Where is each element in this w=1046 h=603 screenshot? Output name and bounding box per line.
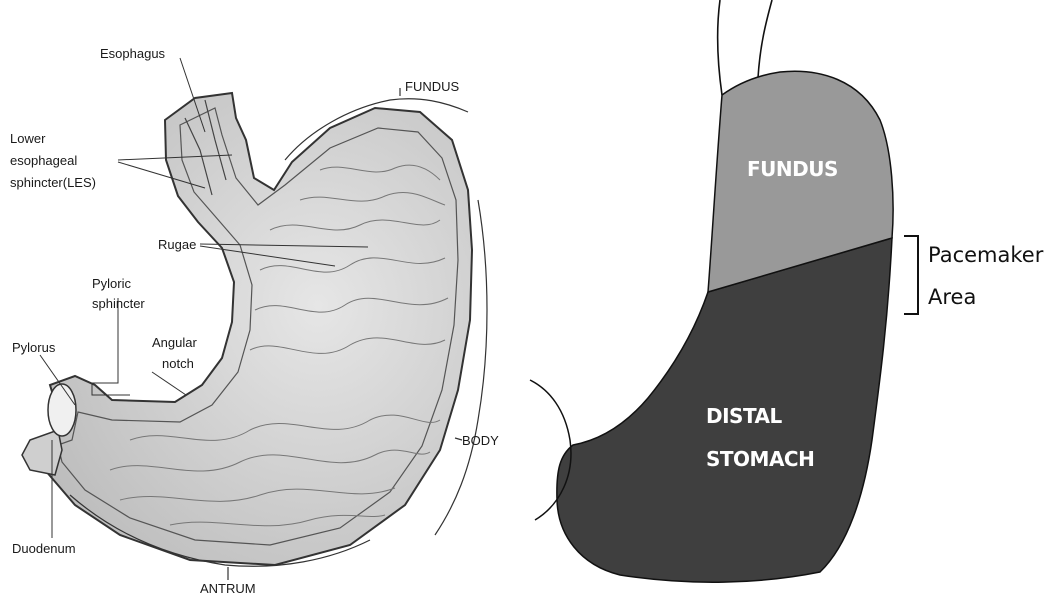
label-pyloric-sphincter-line2: sphincter	[92, 296, 145, 311]
stomach-outline	[32, 93, 472, 565]
duodenum-stump	[22, 430, 62, 475]
anatomical-stomach-diagram: Esophagus Lower esophageal sphincter(LES…	[10, 46, 499, 596]
region-label-stomach: STOMACH	[706, 447, 814, 471]
pacemaker-stomach-diagram: FUNDUS DISTAL STOMACH Pacemaker Area	[530, 0, 1044, 582]
right-esophagus-left-wall	[718, 0, 722, 95]
label-esophagus: Esophagus	[100, 46, 166, 61]
pylorus-opening	[48, 384, 76, 436]
label-pylorus: Pylorus	[12, 340, 56, 355]
pacemaker-bracket	[904, 236, 918, 314]
right-esophagus-right-wall	[758, 0, 772, 78]
label-body: BODY	[462, 433, 499, 448]
label-les-line3: sphincter(LES)	[10, 175, 96, 190]
pacemaker-label-line2: Area	[928, 285, 976, 309]
label-antrum: ANTRUM	[200, 581, 256, 596]
label-pyloric-sphincter-line1: Pyloric	[92, 276, 132, 291]
label-fundus: FUNDUS	[405, 79, 459, 94]
label-angular-notch-line1: Angular	[152, 335, 197, 350]
label-les-line1: Lower	[10, 131, 46, 146]
pacemaker-label-line1: Pacemaker	[928, 243, 1044, 267]
label-duodenum: Duodenum	[12, 541, 76, 556]
label-les-line2: esophageal	[10, 153, 77, 168]
label-angular-notch-line2: notch	[162, 356, 194, 371]
label-rugae: Rugae	[158, 237, 196, 252]
region-label-fundus: FUNDUS	[747, 157, 838, 181]
region-label-distal: DISTAL	[706, 404, 783, 428]
